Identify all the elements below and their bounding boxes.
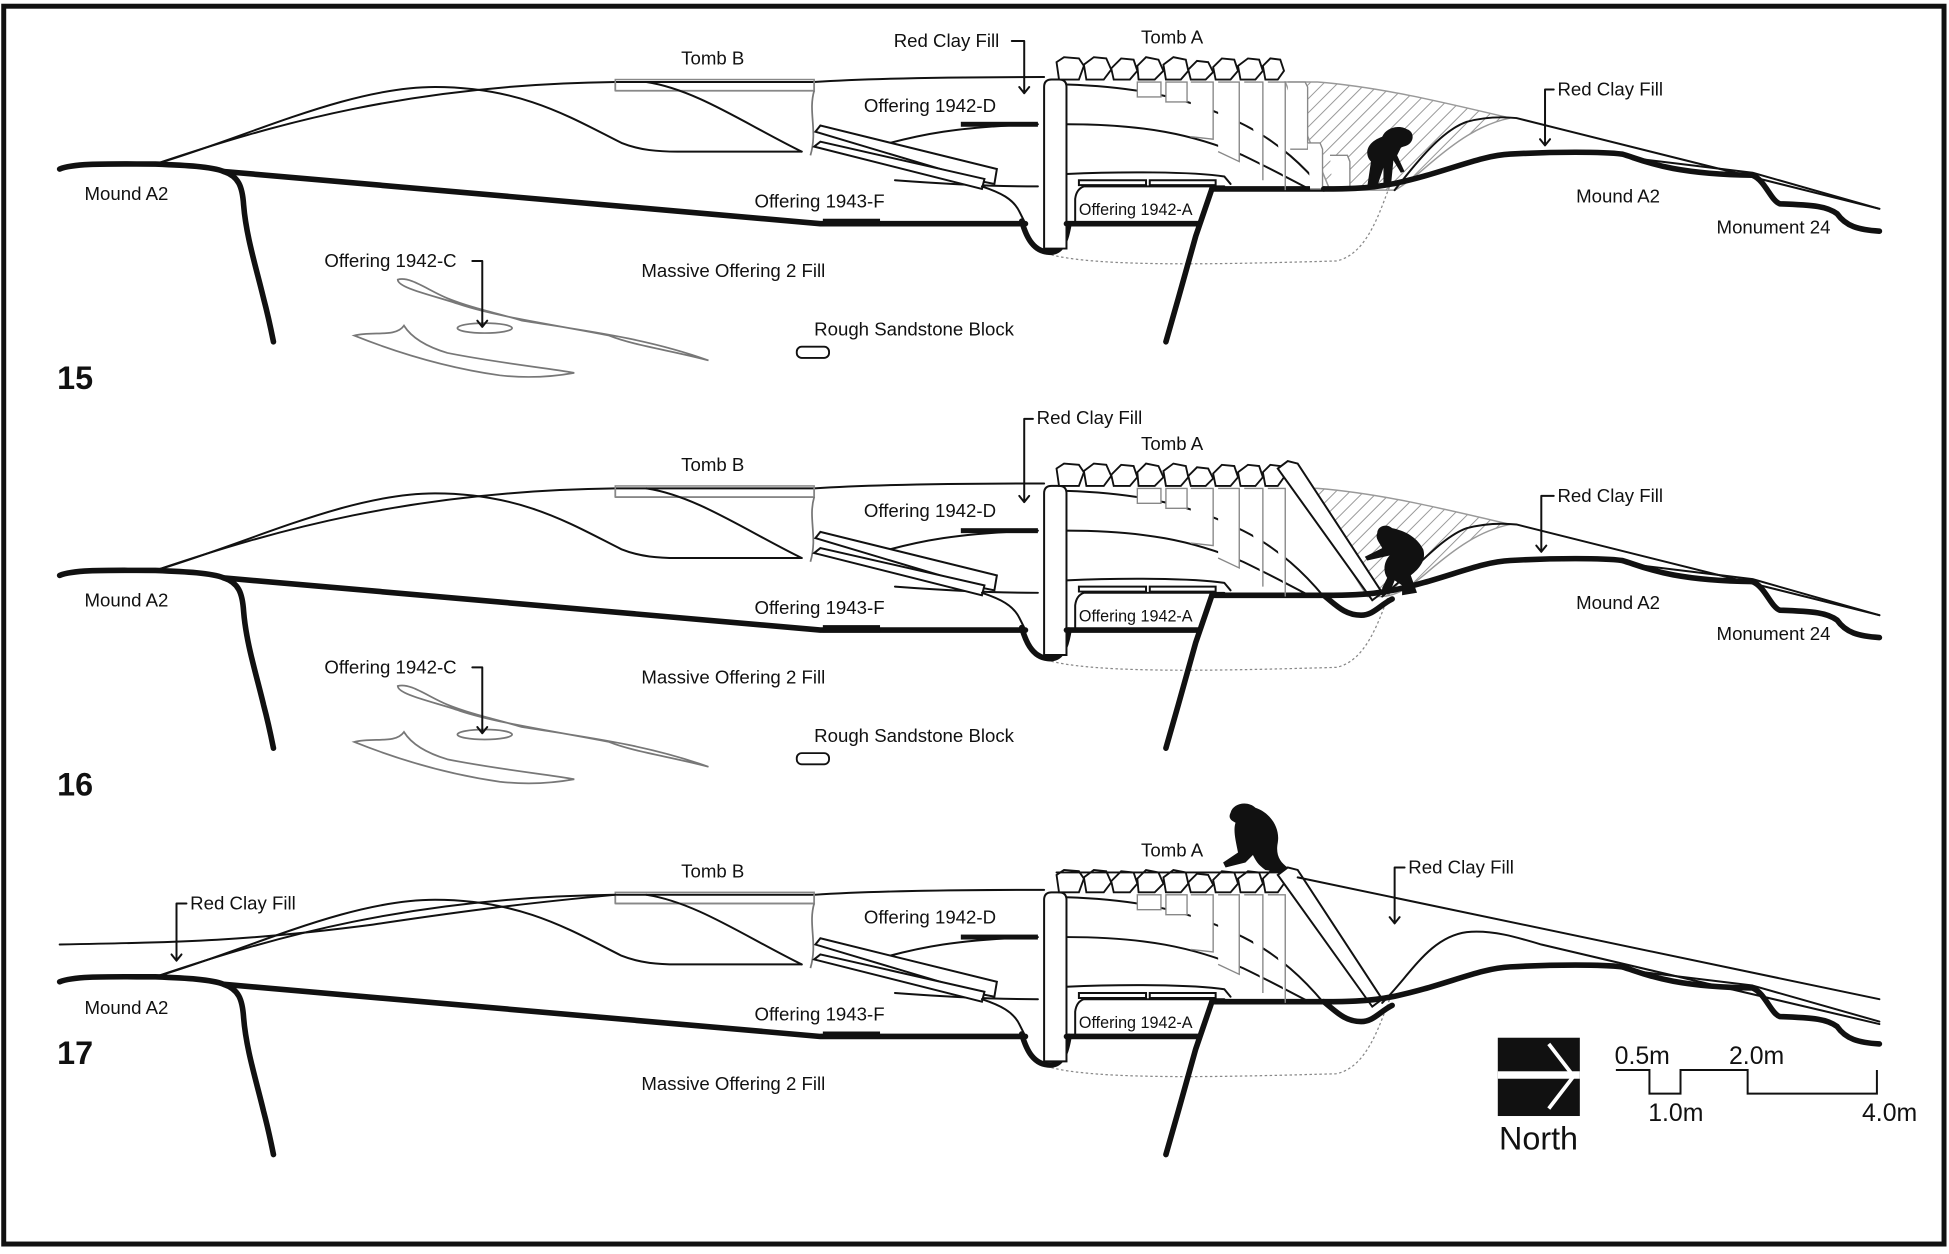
label-rough-sandstone-block: Rough Sandstone Block bbox=[814, 319, 1015, 340]
label-tomb-b: Tomb B bbox=[681, 860, 744, 881]
label-mound-a2-left: Mound A2 bbox=[85, 589, 169, 610]
label-mound-a2-right: Mound A2 bbox=[1576, 592, 1660, 613]
leader-arrow-icon bbox=[1010, 40, 1031, 95]
rough-sandstone-block bbox=[795, 752, 831, 766]
north-arrow: North bbox=[1497, 1037, 1580, 1157]
rough-sandstone-block bbox=[795, 345, 831, 359]
label-monument-24: Monument 24 bbox=[1717, 217, 1831, 238]
section-16: Tomb B Tomb A Red Clay Fill Red Clay Fil… bbox=[57, 407, 1879, 802]
leaning-slab bbox=[1276, 459, 1384, 602]
label-offering-1943-f: Offering 1943-F bbox=[754, 597, 884, 618]
worker-silhouette-icon bbox=[1364, 525, 1425, 596]
label-offering-1942-a: Offering 1942-A bbox=[1079, 201, 1193, 219]
leader-arrow-icon bbox=[1018, 417, 1034, 504]
label-offering-1942-c: Offering 1942-C bbox=[324, 250, 456, 271]
scale-label-0-5m: 0.5m bbox=[1615, 1043, 1670, 1070]
section-number: 17 bbox=[57, 1035, 93, 1071]
scale-label-4-0m: 4.0m bbox=[1862, 1100, 1917, 1127]
label-tomb-b: Tomb B bbox=[681, 48, 744, 69]
worker-silhouette-icon bbox=[1367, 127, 1413, 187]
label-tomb-a: Tomb A bbox=[1141, 433, 1204, 454]
section-15: Tomb B Tomb A Red Clay Fill Red Clay Fil… bbox=[57, 26, 1879, 396]
leaning-slab bbox=[1276, 866, 1384, 1009]
label-offering-1943-f: Offering 1943-F bbox=[754, 1003, 884, 1024]
label-offering-1942-d: Offering 1942-D bbox=[864, 500, 996, 521]
label-mound-a2-left: Mound A2 bbox=[85, 183, 169, 204]
leader-arrow-icon bbox=[1535, 494, 1555, 553]
label-offering-1942-d: Offering 1942-D bbox=[864, 95, 996, 116]
north-label: North bbox=[1499, 1121, 1578, 1157]
label-monument-24: Monument 24 bbox=[1717, 623, 1831, 644]
label-red-clay-fill-right: Red Clay Fill bbox=[1557, 485, 1663, 506]
section-17: Tomb B Tomb A Red Clay Fill Red Clay Fil… bbox=[57, 803, 1879, 1154]
offering-1942-c-outline bbox=[396, 278, 709, 362]
label-tomb-a: Tomb A bbox=[1141, 26, 1204, 47]
scale-bar: 0.5m 2.0m 1.0m 4.0m bbox=[1615, 1043, 1918, 1127]
label-mound-a2-left: Mound A2 bbox=[85, 997, 169, 1018]
label-rough-sandstone-block: Rough Sandstone Block bbox=[814, 725, 1015, 746]
label-red-clay-fill-right: Red Clay Fill bbox=[1408, 857, 1514, 878]
section-number: 15 bbox=[57, 360, 93, 396]
scale-label-1-0m: 1.0m bbox=[1648, 1100, 1703, 1127]
leader-arrow-icon bbox=[471, 666, 489, 735]
leader-arrow-icon bbox=[1539, 88, 1555, 147]
figure-frame bbox=[1, 3, 1947, 1247]
label-red-clay-fill-top: Red Clay Fill bbox=[894, 30, 1000, 51]
label-massive-offering-2-fill: Massive Offering 2 Fill bbox=[641, 1073, 825, 1094]
label-tomb-b: Tomb B bbox=[681, 454, 744, 475]
label-massive-offering-2-fill: Massive Offering 2 Fill bbox=[641, 667, 825, 688]
label-red-clay-fill-left: Red Clay Fill bbox=[190, 893, 296, 914]
label-offering-1943-f: Offering 1943-F bbox=[754, 191, 884, 212]
label-offering-1942-a: Offering 1942-A bbox=[1079, 607, 1193, 625]
label-red-clay-fill-top: Red Clay Fill bbox=[1037, 407, 1143, 428]
label-massive-offering-2-fill: Massive Offering 2 Fill bbox=[641, 260, 825, 281]
section-number: 16 bbox=[57, 766, 93, 802]
label-tomb-a: Tomb A bbox=[1141, 839, 1204, 860]
label-offering-1942-a: Offering 1942-A bbox=[1079, 1014, 1193, 1032]
label-mound-a2-right: Mound A2 bbox=[1576, 186, 1660, 207]
label-offering-1942-c: Offering 1942-C bbox=[324, 657, 456, 678]
leader-arrow-icon bbox=[170, 902, 188, 962]
label-red-clay-fill-right: Red Clay Fill bbox=[1557, 79, 1663, 100]
worker-silhouette-icon bbox=[1223, 803, 1288, 873]
label-offering-1942-d: Offering 1942-D bbox=[864, 906, 996, 927]
scale-label-2-0m: 2.0m bbox=[1729, 1043, 1784, 1070]
leader-arrow-icon bbox=[1388, 866, 1406, 925]
leader-arrow-icon bbox=[471, 259, 489, 328]
